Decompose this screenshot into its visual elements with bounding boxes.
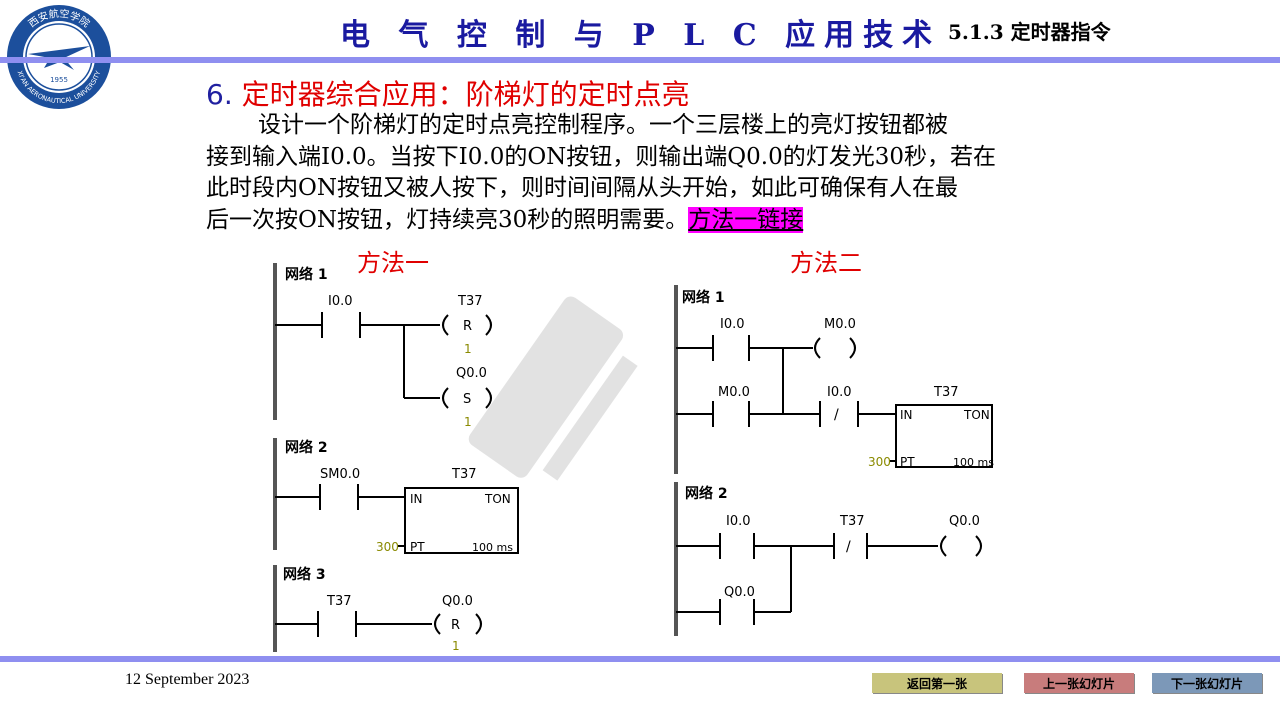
- m1-n2-ton: TON: [484, 492, 511, 506]
- m1-n1-coil1-n: 1: [464, 342, 472, 356]
- m2-n1-coil: M0.0: [824, 317, 856, 332]
- m1-network1-title: 网络 1: [285, 266, 328, 283]
- m2-n1-timer: T37: [933, 385, 958, 400]
- m1-n1-coil2-n: 1: [464, 415, 472, 429]
- method1-label: 方法一: [357, 249, 429, 277]
- m1-n1-coil1-type: R: [463, 319, 472, 334]
- m1-n2-timer: T37: [451, 467, 476, 482]
- previous-slide-button[interactable]: 上一张幻灯片: [1024, 673, 1134, 693]
- m2-n1-c2: M0.0: [718, 385, 750, 400]
- m2-n1-base: 100 ms: [953, 456, 994, 469]
- m2-n1-c3: I0.0: [827, 385, 852, 400]
- m1-n3-coil-type: R: [451, 618, 460, 633]
- m1-n3-coil-addr: Q0.0: [442, 594, 473, 609]
- m1-network3-title: 网络 3: [283, 566, 326, 583]
- page-title: 电 气 控 制 与 P L C 应用技术: [340, 18, 942, 53]
- m1-n2-preset: 300: [376, 540, 399, 554]
- ladder-diagram-method2: 网络 1 I0.0 M0.0 M0.0 I0.0 / T37 IN TON 30…: [674, 285, 994, 636]
- paragraph-line-last: 后一次按ON按钮，灯持续亮30秒的照明需要。方法一链接: [206, 205, 1096, 237]
- description-paragraph: 设计一个阶梯灯的定时点亮控制程序。一个三层楼上的亮灯按钮都被 接到输入端I0.0…: [206, 110, 1096, 236]
- m2-n1-in: IN: [900, 408, 913, 422]
- m2-n1-preset: 300: [868, 455, 891, 469]
- m2-n2-c2-mark: /: [846, 539, 851, 555]
- slide-date: 12 September 2023: [125, 671, 250, 688]
- m1-n1-coil1-addr: T37: [457, 294, 482, 309]
- m2-network1-title: 网络 1: [682, 289, 725, 306]
- m1-n2-in: IN: [410, 492, 423, 506]
- m1-n3-contact: T37: [326, 594, 351, 609]
- paragraph-line: 此时段内ON按钮又被人按下，则时间间隔从头开始，如此可确保有人在最: [206, 175, 958, 201]
- m2-n1-pt: PT: [900, 455, 915, 469]
- m2-n2-coil: Q0.0: [949, 514, 980, 529]
- m2-n1-c3-mark: /: [834, 407, 839, 423]
- footer-divider: [0, 656, 1280, 662]
- logo-year: 1955: [50, 76, 68, 84]
- section-heading: 6. 定时器综合应用：阶梯灯的定时点亮: [206, 73, 690, 113]
- m1-n1-coil2-type: S: [463, 392, 471, 407]
- m2-n2-c3: Q0.0: [724, 585, 755, 600]
- m2-n2-c2: T37: [839, 514, 864, 529]
- method1-link[interactable]: 方法一链接: [688, 206, 804, 233]
- m2-network2-title: 网络 2: [685, 485, 728, 502]
- paragraph-line-text: 后一次按ON按钮，灯持续亮30秒的照明需要。: [206, 206, 689, 233]
- section-number: 6.: [206, 78, 233, 111]
- m1-n2-base: 100 ms: [472, 541, 513, 554]
- m1-n3-coil-n: 1: [452, 639, 460, 653]
- m2-n1-c1: I0.0: [720, 317, 745, 332]
- section-subtitle: 5.1.3 定时器指令: [948, 20, 1111, 44]
- m2-n1-ton: TON: [963, 408, 990, 422]
- university-logo: 1955 西安航空学院 XI'AN AERONAUTICAL UNIVERSIT…: [7, 5, 111, 109]
- next-slide-button[interactable]: 下一张幻灯片: [1152, 673, 1262, 693]
- paragraph-line: 设计一个阶梯灯的定时点亮控制程序。一个三层楼上的亮灯按钮都被: [258, 112, 948, 138]
- m1-n1-contact: I0.0: [328, 294, 353, 309]
- paragraph-line: 接到输入端I0.0。当按下I0.0的ON按钮，则输出端Q0.0的灯发光30秒，若…: [206, 143, 997, 170]
- section-title: 定时器综合应用：阶梯灯的定时点亮: [241, 78, 690, 111]
- m1-network2-title: 网络 2: [285, 439, 328, 456]
- m1-n2-pt: PT: [410, 540, 425, 554]
- method2-label: 方法二: [790, 249, 862, 277]
- m1-n1-coil2-addr: Q0.0: [456, 366, 487, 381]
- m2-n2-c1: I0.0: [726, 514, 751, 529]
- header-divider: [0, 57, 1280, 63]
- first-slide-button[interactable]: 返回第一张: [872, 673, 1002, 693]
- m1-n2-contact: SM0.0: [320, 467, 360, 482]
- ladder-diagram-method1: 网络 1 I0.0 T37 R 1 Q0.0 S 1 网络 2 SM0.0 T3…: [273, 263, 519, 653]
